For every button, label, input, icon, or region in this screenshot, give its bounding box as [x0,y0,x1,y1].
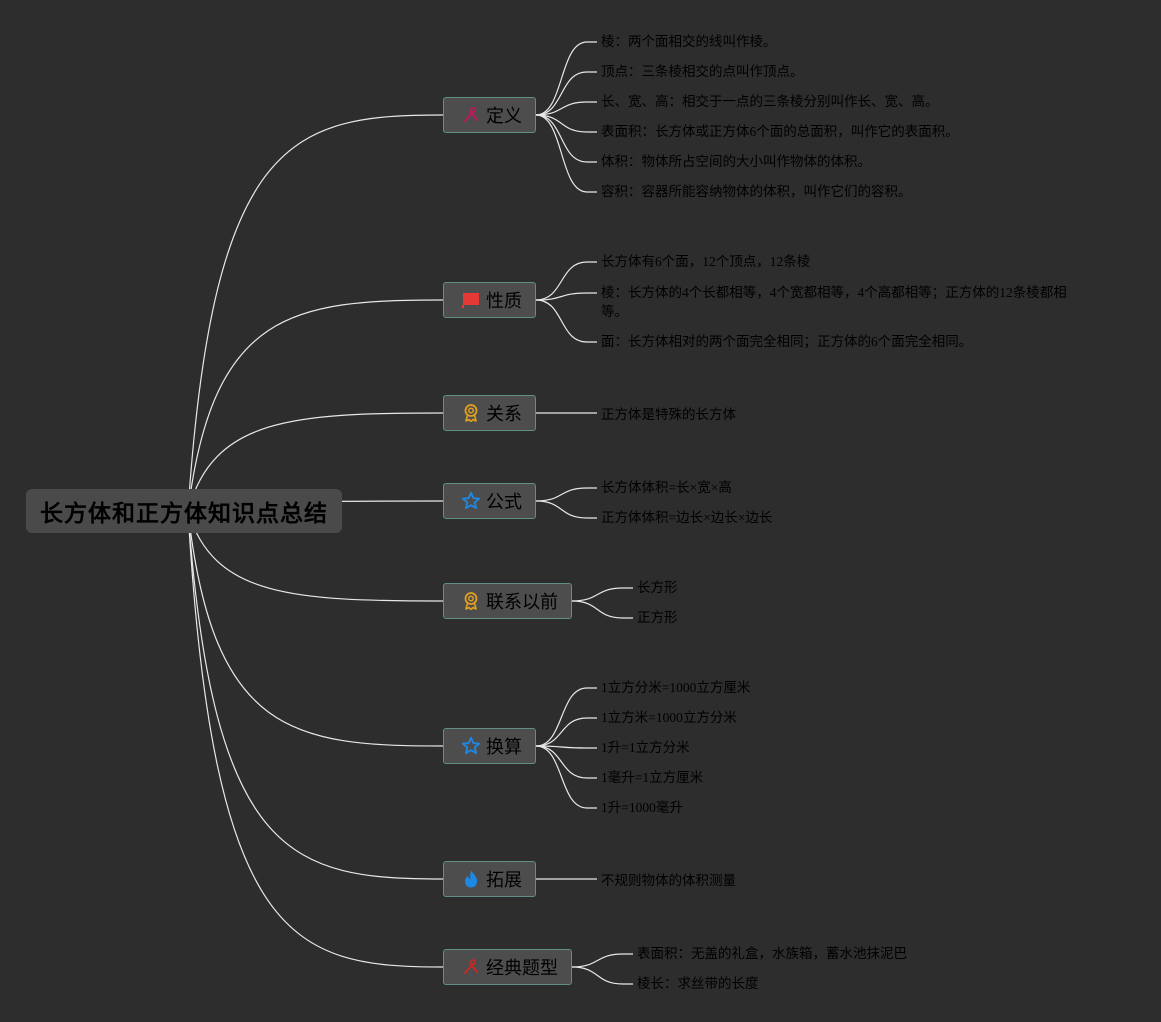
connector-topic-0-leaf-5 [535,114,597,193]
connector-topic-0-leaf-3 [535,114,597,133]
topic-definition[interactable]: 定义 [443,97,536,133]
connector-topic-0-leaf-4 [535,114,597,163]
leaf-definition-surface-area[interactable]: 表面积：长方体或正方体6个面的总面积，叫作它的表面积。 [601,124,959,139]
topic-formulas[interactable]: 公式 [443,483,536,519]
leaf-definition-volume[interactable]: 体积：物体所占空间的大小叫作物体的体积。 [601,154,871,169]
connector-topic-5-leaf-4 [535,745,597,809]
star-icon [461,491,481,511]
connector-topic-4-leaf-0 [571,587,633,602]
leaf-conversion-3[interactable]: 1升=1立方分米 [601,740,690,755]
leaf-properties-faces[interactable]: 面：长方体相对的两个面完全相同；正方体的6个面完全相同。 [601,334,973,349]
connector-topic-5-leaf-0 [535,687,597,747]
topic-relationship[interactable]: 关系 [443,395,536,431]
leaf-conversion-1[interactable]: 1立方分米=1000立方厘米 [601,680,751,695]
leaf-extension[interactable]: 不规则物体的体积测量 [601,873,736,888]
topic-label: 经典题型 [486,958,558,979]
connector-topic-3-leaf-1 [535,500,597,519]
connector-topic-7-leaf-0 [571,953,633,968]
tools-icon [461,957,481,977]
topic-label: 拓展 [486,870,522,891]
connector-topic-5-leaf-2 [535,745,597,749]
connector-topic-1-leaf-2 [535,299,597,343]
leaf-square[interactable]: 正方形 [637,610,678,625]
flame-icon [461,869,481,889]
leaf-definition-capacity[interactable]: 容积：容器所能容纳物体的体积，叫作它们的容积。 [601,184,912,199]
connector-topic-7-leaf-1 [571,966,633,985]
connector-topic-4-leaf-1 [571,600,633,619]
leaf-conversion-5[interactable]: 1升=1000毫升 [601,800,683,815]
leaf-conversion-4[interactable]: 1毫升=1立方厘米 [601,770,704,785]
topic-label: 性质 [486,291,522,312]
connector-topic-5-leaf-3 [535,745,597,779]
connector-topic-1-leaf-0 [535,261,597,301]
connector-topic-0-leaf-0 [535,41,597,116]
topic-label: 换算 [486,737,522,758]
connector-topic-1-leaf-1 [535,292,597,301]
topic-conversion[interactable]: 换算 [443,728,536,764]
connector-root-topic-5 [187,510,444,747]
connector-root-topic-6 [187,510,444,880]
leaf-definition-edge[interactable]: 棱：两个面相交的线叫作棱。 [601,34,777,49]
leaf-rectangle[interactable]: 长方形 [637,580,678,595]
topic-prior-knowledge[interactable]: 联系以前 [443,583,572,619]
topic-properties[interactable]: 性质 [443,282,536,318]
topic-classic-problems[interactable]: 经典题型 [443,949,572,985]
connector-topic-0-leaf-1 [535,71,597,116]
root-topic[interactable]: 长方体和正方体知识点总结 [26,489,342,533]
leaf-definition-vertex[interactable]: 顶点：三条棱相交的点叫作顶点。 [601,64,804,79]
leaf-formula-cuboid[interactable]: 长方体体积=长×宽×高 [601,480,732,495]
star-icon [461,736,481,756]
topic-label: 联系以前 [486,592,558,613]
award-icon [461,591,481,611]
connector-topic-0-leaf-2 [535,101,597,116]
connector-topic-3-leaf-0 [535,487,597,502]
topic-extension[interactable]: 拓展 [443,861,536,897]
topic-label: 定义 [486,106,522,127]
flag-icon [461,290,481,310]
connector-root-topic-7 [187,510,444,968]
leaf-conversion-2[interactable]: 1立方米=1000立方分米 [601,710,737,725]
connector-root-topic-1 [187,299,444,512]
leaf-relationship[interactable]: 正方体是特殊的长方体 [601,407,736,422]
leaf-classic-surface-area[interactable]: 表面积：无盖的礼盒，水族箱，蓄水池抹泥巴 [637,946,907,961]
leaf-properties-edges[interactable]: 棱：长方体的4个长都相等，4个宽都相等，4个高都相等；正方体的12条棱都相等。 [601,285,1067,319]
connector-topic-5-leaf-1 [535,717,597,747]
leaf-definition-dimensions[interactable]: 长、宽、高：相交于一点的三条棱分别叫作长、宽、高。 [601,94,939,109]
leaf-formula-cube[interactable]: 正方体体积=边长×边长×边长 [601,510,773,525]
leaf-classic-edge-length[interactable]: 棱长：求丝带的长度 [637,976,759,991]
topic-label: 公式 [486,492,522,513]
tools-icon [461,105,481,125]
award-icon [461,403,481,423]
connector-root-topic-0 [187,114,444,512]
leaf-properties-counts[interactable]: 长方体有6个面，12个顶点，12条棱 [601,254,811,269]
topic-label: 关系 [486,404,522,425]
